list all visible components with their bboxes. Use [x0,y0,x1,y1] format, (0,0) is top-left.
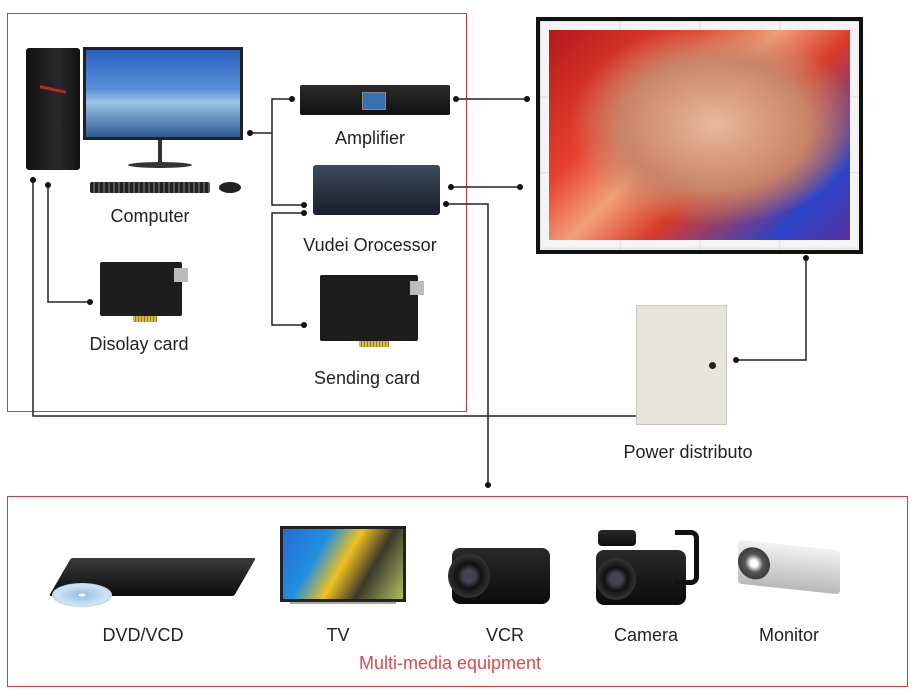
camera-handle [675,530,699,585]
monitor-image [83,47,243,140]
video-processor-label: Vudei Orocessor [303,235,437,255]
media-item-label: Monitor [758,625,820,645]
wire-proc-media [446,203,489,485]
keyboard-image [90,182,210,193]
amplifier-label: Amplifier [334,128,406,148]
media-item-label: Camera [613,625,679,645]
display-card-label: Disolay card [89,334,189,354]
amplifier-image [300,85,450,115]
computer-label: Computer [110,206,190,226]
tv-image [280,526,406,602]
video-processor-image [313,165,440,215]
media-item-label: VCR [485,625,525,645]
vcr-camcorder-image [448,548,550,604]
wire-tower-power [32,180,636,417]
control-group-frame [7,13,467,412]
monitor-stand [158,140,162,162]
media-item-label: DVD/VCD [102,625,184,645]
tv-stand [290,602,396,604]
wire-proc-card [271,212,304,326]
power-distributor-label: Power distributo [623,442,753,462]
media-item-label: TV [326,625,350,645]
sending-card-image [320,275,424,347]
pc-tower-image [26,48,80,170]
display-card-image [100,262,188,322]
disc-image [52,583,112,607]
wire-amp-proc [271,98,304,206]
power-distributor-image [636,305,727,425]
media-group-frame [7,496,908,687]
media-group-title: Multi-media equipment [358,653,542,673]
led-display-screen [536,17,863,254]
sending-card-label: Sending card [313,368,421,388]
mouse-image [219,182,241,193]
monitor-base [128,162,192,168]
camera-image [596,550,686,605]
wire-tower-displaycard [47,185,90,303]
camera-microphone [598,530,636,546]
wire-screen-power [736,258,807,361]
